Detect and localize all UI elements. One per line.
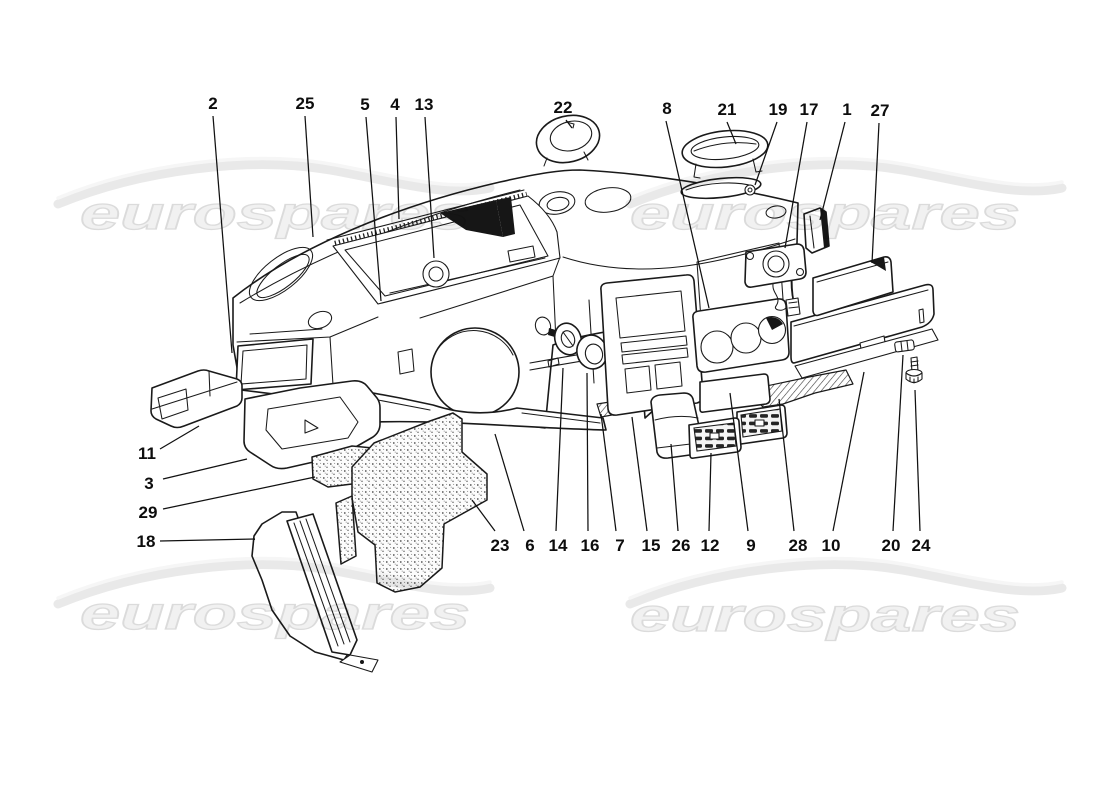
leader-line-part-25 [304,115,314,238]
part-number-17: 17 [800,100,819,119]
part-number-4: 4 [390,95,400,114]
watermark-bottom-left: eurospares [58,556,490,640]
part-number-8: 8 [662,99,671,118]
oval-grille-part21 [681,129,769,179]
part-number-22: 22 [554,98,573,117]
defroster-slot-left [248,246,314,302]
leader-line-part-7 [600,413,617,532]
part-number-13: 13 [415,95,434,114]
leader-line-part-4 [395,116,400,220]
hood-shadow-wedge [440,200,503,237]
part-number-24: 24 [912,536,931,555]
instrument-hood-opening [326,189,561,305]
part-number-18: 18 [137,532,156,551]
leader-line-part-22 [565,119,573,129]
part-number-6: 6 [525,536,534,555]
leader-line-part-2 [212,115,233,354]
watermark-bottom-right: eurospares [630,556,1062,642]
part-number-9: 9 [746,536,755,555]
leader-line-part-15 [631,416,648,532]
part-number-12: 12 [701,536,720,555]
leader-line-part-21 [726,121,737,145]
part-number-21: 21 [718,100,737,119]
watermark-text: eurospares [80,587,470,639]
leader-line-part-26 [670,443,679,532]
leader-line-part-14 [555,367,564,532]
part-number-27: 27 [871,101,890,120]
watermark-text: eurospares [630,187,1020,239]
part-number-25: 25 [296,94,315,113]
part-number-callouts: 2 25 5 4 13 22 8 21 19 17 1 27 11 3 29 18 23 6 14 16 7 15 26 12… [137,94,931,555]
leader-line-part-23 [471,499,496,532]
end-cover-plate-part2 [235,338,314,391]
cover-plate-part9 [699,373,771,413]
part-number-14: 14 [549,536,568,555]
watermark-text: eurospares [80,187,470,239]
leader-line-part-9 [729,392,749,532]
leader-line-part-24 [914,389,921,532]
small-right-hole [765,205,787,219]
dashboard-exploded-drawing [150,114,939,673]
bezel-rings-part14-16 [548,322,608,370]
leader-line-part-12 [708,452,712,532]
small-top-hole [307,310,333,330]
watermark-top-left: eurospares [58,156,490,240]
leader-line-part-3 [162,458,248,480]
side-panel-part1 [803,207,830,254]
louver-vents-part12 [688,404,788,459]
part-number-2: 2 [208,94,217,113]
glovebox-lid-part27 [812,256,894,317]
part-number-23: 23 [491,536,510,555]
leader-line-part-1 [819,121,846,221]
insulation-carpet-part23 [335,412,488,593]
screw-part24 [905,356,923,384]
clip-nut-part20 [894,339,915,353]
gauge-bezel-part8 [692,298,790,373]
part-number-26: 26 [672,536,691,555]
demister-duct-part11 [150,369,243,429]
part-number-11: 11 [138,444,156,463]
part-number-28: 28 [789,536,808,555]
side-vent-duct-part3 [243,380,381,470]
watermark-text: eurospares [630,589,1020,641]
part-number-3: 3 [144,474,153,493]
part-number-20: 20 [882,536,901,555]
speaker-part17 [744,243,807,317]
part-number-1: 1 [842,100,851,119]
watermark-layer: eurospares eurospares eurospares eurospa… [58,156,1062,642]
switch-hole [397,348,415,375]
part-number-15: 15 [642,536,661,555]
leader-line-part-5 [365,116,382,302]
leader-line-part-17 [784,121,808,249]
leader-line-part-8 [665,120,710,309]
part-number-19: 19 [769,100,788,119]
part-number-7: 7 [615,536,624,555]
round-grille-part22 [535,114,601,167]
leader-line-part-16 [586,372,589,532]
part-number-29: 29 [139,503,158,522]
part-number-10: 10 [822,536,841,555]
leader-line-part-18 [159,538,256,542]
watermark-top-right: eurospares [630,156,1062,240]
leader-line-part-11 [159,425,200,450]
part-number-16: 16 [581,536,600,555]
leader-line-part-10 [832,371,865,532]
leader-line-part-20 [892,354,904,532]
footrest-part18 [251,511,379,673]
leader-line-part-6 [494,433,525,532]
column-grommet-hole [422,260,450,288]
leader-line-part-29 [162,476,316,510]
leader-line-part-28 [778,398,795,532]
part-number-5: 5 [360,95,369,114]
leader-line-part-27 [871,122,880,264]
